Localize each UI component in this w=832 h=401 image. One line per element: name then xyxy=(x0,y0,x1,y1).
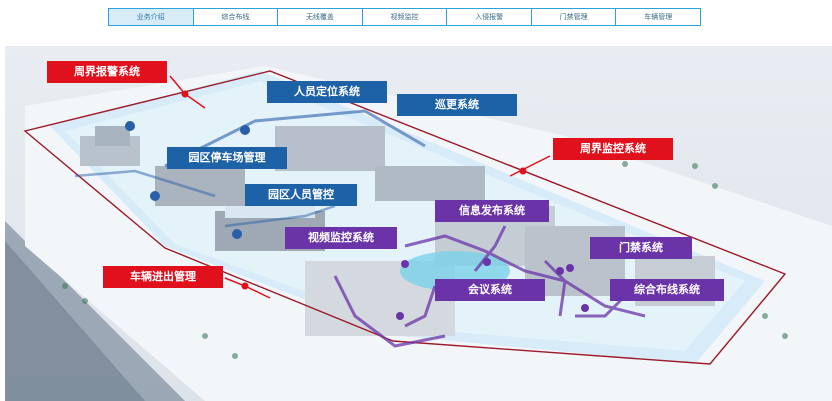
label-video-monitoring: 视频监控系统 xyxy=(285,227,397,249)
campus-scene: 周界报警系统 人员定位系统 巡更系统 园区停车场管理 周界监控系统 园区人员管控… xyxy=(5,46,832,401)
tab-video-monitoring[interactable]: 视频监控 xyxy=(363,9,448,25)
tab-bar: 业务介绍 综合布线 无线覆盖 视频监控 入侵报警 门禁管理 车辆管理 xyxy=(108,8,701,26)
tab-wireless[interactable]: 无线覆盖 xyxy=(278,9,363,25)
label-perimeter-alarm: 周界报警系统 xyxy=(47,61,167,83)
tab-cabling[interactable]: 综合布线 xyxy=(194,9,279,25)
label-perimeter-monitoring: 周界监控系统 xyxy=(553,138,673,160)
label-personnel-positioning: 人员定位系统 xyxy=(267,81,387,103)
label-patrol: 巡更系统 xyxy=(397,94,517,116)
label-cabling: 综合布线系统 xyxy=(610,279,724,301)
tab-vehicle-management[interactable]: 车辆管理 xyxy=(644,13,673,21)
tab-intrusion-alarm[interactable]: 入侵报警 xyxy=(447,9,532,25)
label-park-personnel: 园区人员管控 xyxy=(245,184,357,206)
tab-access-control[interactable]: 门禁管理 xyxy=(532,9,617,25)
label-vehicle-access: 车辆进出管理 xyxy=(103,266,223,288)
label-info-publish: 信息发布系统 xyxy=(435,200,549,222)
label-park-parking: 园区停车场管理 xyxy=(167,147,287,169)
tab-business-intro[interactable]: 业务介绍 xyxy=(109,9,194,25)
label-conference: 会议系统 xyxy=(435,279,545,301)
label-access-control: 门禁系统 xyxy=(590,237,692,259)
